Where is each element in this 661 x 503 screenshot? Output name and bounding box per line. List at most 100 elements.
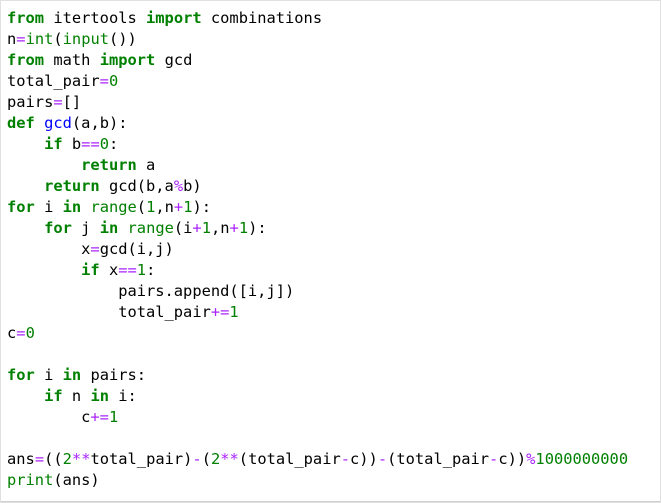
code-token: ,n <box>210 219 230 237</box>
code-token: = <box>53 93 63 111</box>
code-line: from itertools import combinations <box>7 8 660 29</box>
code-token: = <box>34 450 45 468</box>
code-token: ()) <box>109 30 137 48</box>
code-line: for j in range(i+1,n+1): <box>7 218 660 239</box>
code-token: total_pair <box>7 303 211 321</box>
code-token: 0 <box>108 72 119 90</box>
code-token: == <box>118 261 137 279</box>
code-token: : <box>109 135 119 153</box>
code-token: : <box>146 261 156 279</box>
code-token: 1000000000 <box>535 450 629 468</box>
code-token: 1 <box>146 198 156 216</box>
code-token: n <box>62 387 91 405</box>
code-line: n=int(input()) <box>7 29 660 50</box>
code-token: total_pair <box>7 72 100 90</box>
code-line: total_pair+=1 <box>7 302 660 323</box>
code-token: for <box>7 366 35 384</box>
code-line: ans=((2**total_pair)-(2**(total_pair-c))… <box>7 449 660 470</box>
code-token: ( <box>136 198 147 216</box>
code-line: return a <box>7 155 660 176</box>
code-line: for i in pairs: <box>7 365 660 386</box>
code-token: 1 <box>201 219 211 237</box>
code-token: for <box>7 198 35 216</box>
code-line: x=gcd(i,j) <box>7 239 660 260</box>
code-token: pairs <box>7 93 54 111</box>
code-token <box>7 387 44 405</box>
code-token <box>7 261 81 279</box>
code-line: print(ans) <box>7 470 660 491</box>
code-token: + <box>229 219 239 237</box>
code-token: if <box>44 387 63 405</box>
code-token: += <box>210 303 230 321</box>
code-token <box>7 177 44 195</box>
code-line <box>7 428 660 449</box>
code-token: ( <box>53 30 63 48</box>
code-token: if <box>81 261 100 279</box>
code-token: % <box>526 450 536 468</box>
code-token: x <box>99 261 119 279</box>
code-token: for <box>44 219 72 237</box>
code-token: return <box>44 177 100 195</box>
code-token: ,n <box>155 198 174 216</box>
code-line: def gcd(a,b): <box>7 113 660 134</box>
code-token: - <box>340 450 351 468</box>
code-token: total_pair) <box>90 450 193 468</box>
code-token: ** <box>220 450 239 468</box>
code-token <box>7 135 44 153</box>
code-token: + <box>173 198 184 216</box>
code-token: import <box>146 9 202 27</box>
code-token: 1 <box>108 408 119 426</box>
code-token: ans <box>7 450 35 468</box>
code-token: gcd(i,j) <box>99 240 174 258</box>
code-line: c+=1 <box>7 407 660 428</box>
code-token: gcd(b,a <box>99 177 174 195</box>
code-token: in <box>62 198 82 216</box>
code-token: 0 <box>99 135 109 153</box>
code-token: c)) <box>498 450 527 468</box>
code-token: ( <box>201 450 211 468</box>
code-token: print <box>7 471 54 489</box>
code-token: b) <box>183 177 202 195</box>
code-token: 1 <box>136 261 147 279</box>
code-token: b <box>62 135 82 153</box>
code-token: input <box>62 30 109 48</box>
code-token: from <box>7 51 45 69</box>
code-token: return <box>81 156 137 174</box>
code-token: range <box>127 219 174 237</box>
code-token: i <box>34 366 63 384</box>
code-token: i: <box>108 387 137 405</box>
code-token: int <box>25 30 54 48</box>
code-line: return gcd(b,a%b) <box>7 176 660 197</box>
code-token: + <box>192 219 202 237</box>
code-token: pairs.append([i,j]) <box>7 282 295 300</box>
code-token: if <box>44 135 63 153</box>
code-line: total_pair=0 <box>7 71 660 92</box>
code-token: from <box>7 9 45 27</box>
code-token: c <box>7 324 17 342</box>
code-token: (a,b): <box>71 114 128 132</box>
code-token: = <box>99 72 109 90</box>
code-token: ): <box>248 219 267 237</box>
code-token: ** <box>71 450 91 468</box>
code-token: itertools <box>44 9 147 27</box>
code-token: in <box>99 219 119 237</box>
code-token: (total_pair <box>387 450 490 468</box>
code-token: ): <box>192 198 212 216</box>
code-line <box>7 344 660 365</box>
code-token: in <box>90 387 109 405</box>
bottom-border <box>1 501 660 502</box>
code-token: a <box>136 156 156 174</box>
code-token: [] <box>62 93 82 111</box>
code-line: if n in i: <box>7 386 660 407</box>
code-token: 2 <box>62 450 72 468</box>
code-line: for i in range(1,n+1): <box>7 197 660 218</box>
code-token: in <box>62 366 82 384</box>
code-line: if x==1: <box>7 260 660 281</box>
code-token: 1 <box>183 198 193 216</box>
code-token: = <box>16 324 26 342</box>
code-line: pairs=[] <box>7 92 660 113</box>
code-line: c=0 <box>7 323 660 344</box>
code-line: from math import gcd <box>7 50 660 71</box>
